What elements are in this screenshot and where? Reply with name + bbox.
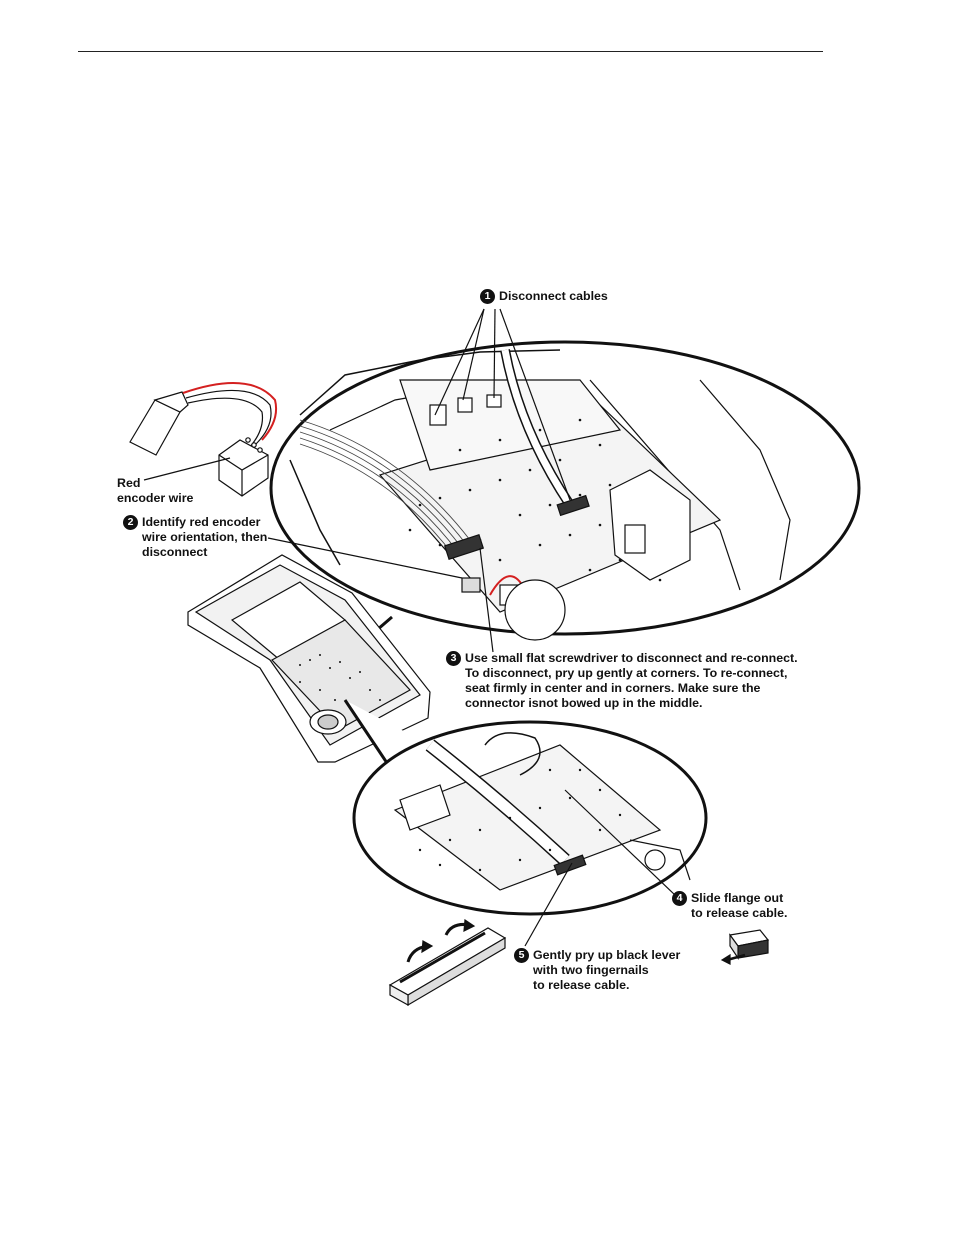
device-overview — [187, 554, 431, 763]
encoder-wire-inset — [129, 382, 278, 497]
step-badge-4: 4 — [672, 891, 687, 906]
step-badge-1: 1 — [480, 289, 495, 304]
flange-detail — [720, 929, 770, 965]
callout-red-encoder-wire: Red encoder wire — [117, 476, 194, 505]
header-rule — [78, 51, 823, 52]
step-badge-2: 2 — [123, 515, 138, 530]
leader-lines — [143, 308, 677, 947]
lower-magnified-view — [343, 699, 708, 916]
step-badge-3: 3 — [446, 651, 461, 666]
lever-connector-detail — [388, 918, 507, 1007]
upper-magnified-view — [269, 340, 861, 665]
step-badge-5: 5 — [514, 948, 529, 963]
